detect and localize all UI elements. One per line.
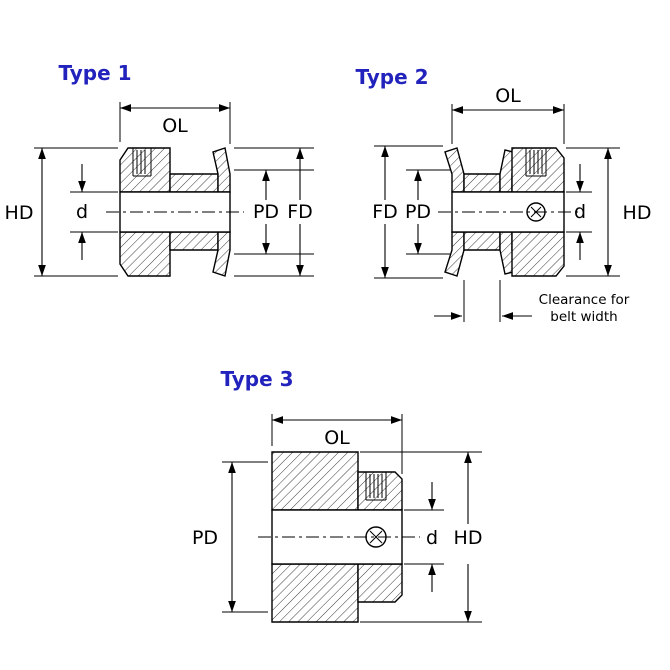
type3-d-label: d [426, 527, 438, 549]
type1-belt-top-section [169, 173, 219, 193]
diagram-type1: Type 1 OL HD d PD FD [5, 61, 314, 277]
type2-clearance-extension-lines [463, 280, 501, 322]
set-screw-threads [365, 472, 387, 501]
type3-pd-label: PD [192, 527, 218, 549]
type1-title: Type 1 [58, 61, 131, 85]
set-screw-threads [132, 148, 152, 177]
set-screw-socket-cross [369, 530, 383, 544]
type1-d-extension-lines [70, 191, 118, 233]
type2-pd-extension-lines [406, 169, 450, 255]
type3-d-extension-lines [404, 509, 444, 565]
diagram-type3: Type 3 OL PD d HD [192, 367, 483, 623]
type1-hub-bottom-section [119, 231, 171, 277]
type1-d-label: d [76, 201, 88, 223]
type3-hub-top-section [357, 471, 403, 511]
type3-body-top-section [271, 451, 359, 511]
type1-belt-bottom-section [169, 231, 219, 251]
type3-hd-label: HD [454, 527, 483, 549]
type1-hd-extension-lines [34, 147, 118, 277]
type3-ol-label: OL [324, 427, 350, 449]
type3-hd-extension-lines [360, 451, 482, 623]
type2-clearance-note-line2: belt width [550, 309, 617, 325]
type2-hub-bottom-section [511, 231, 565, 277]
type1-pd-label: PD [253, 201, 279, 223]
type1-pd-extension-lines [234, 169, 314, 255]
type2-d-label: d [574, 201, 586, 223]
type2-hd-label: HD [623, 202, 652, 224]
type2-pd-label: PD [405, 201, 431, 223]
type1-ol-label: OL [162, 115, 188, 137]
diagram-type2: Type 2 OL FD PD d [355, 65, 651, 325]
type3-title: Type 3 [220, 367, 293, 391]
type3-hub-bottom-section [357, 563, 403, 603]
type2-title: Type 2 [355, 65, 428, 89]
type3-body-bottom-section [271, 563, 359, 623]
type2-belt-bottom-section [463, 231, 501, 251]
type2-clearance-note-line1: Clearance for [539, 292, 630, 308]
type1-hd-label: HD [5, 202, 34, 224]
type2-ol-label: OL [495, 85, 521, 107]
type1-set-screw [132, 148, 152, 177]
type1-fd-label: FD [287, 201, 313, 223]
set-screw-threads [525, 148, 547, 177]
type2-fd-label: FD [372, 201, 398, 223]
type2-belt-top-section [463, 173, 501, 193]
